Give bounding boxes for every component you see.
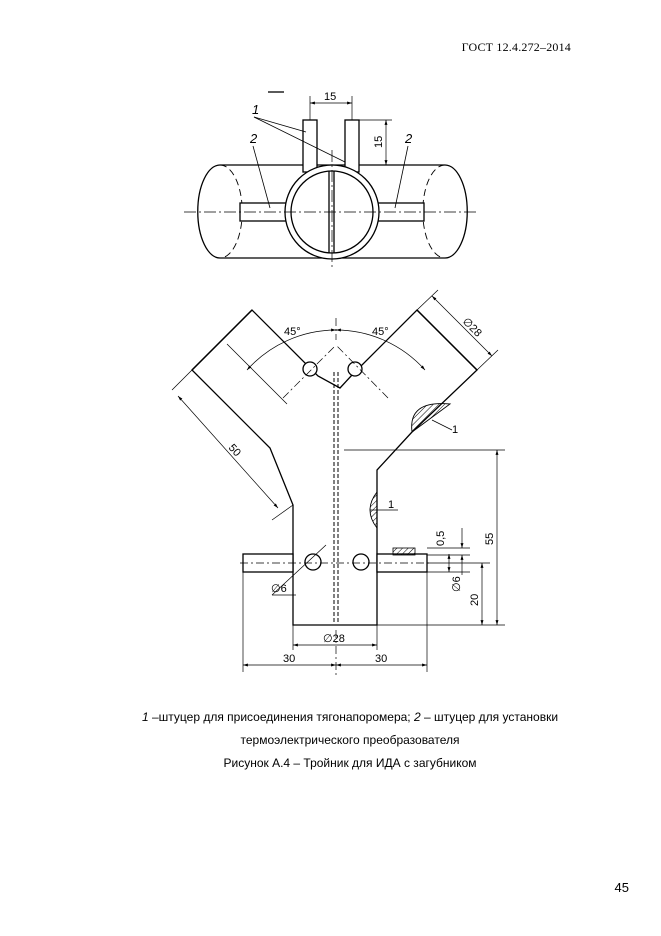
dim-top-15-v: 15: [373, 136, 385, 148]
technical-drawing: 15 15 1 2 2: [171, 91, 505, 675]
dim-top-15-h: 15: [324, 91, 336, 103]
standard-designation: ГОСТ 12.4.272–2014: [461, 40, 571, 54]
callout-1-top: 1: [252, 102, 259, 117]
dim-20: 20: [469, 594, 481, 606]
top-fitting-left: [302, 119, 318, 173]
dim-50: 50: [226, 442, 243, 459]
dim-30-right: 30: [375, 653, 387, 665]
caption-legend: 1 –штуцер для присоединения тягонапороме…: [60, 706, 640, 729]
legend-num-1: 1: [141, 710, 149, 724]
angle-45-left: 45°: [284, 326, 301, 338]
callout-1-arm: 1: [452, 424, 458, 436]
top-fitting-right: [344, 119, 360, 173]
page-number: 45: [614, 880, 629, 895]
dim-dia28-bottom: ∅28: [323, 633, 345, 645]
front-view: [171, 289, 505, 675]
legend-text-1: –штуцер для присоединения тягонапоромера…: [148, 710, 414, 724]
callout-2-left: 2: [249, 131, 258, 146]
legend-text-2: – штуцер для установки: [420, 710, 559, 724]
dim-55: 55: [484, 533, 496, 545]
dim-dia6-left: ∅6: [271, 583, 287, 595]
legend-num-2: 2: [413, 710, 421, 724]
top-view: [184, 91, 478, 270]
angle-45-right: 45°: [372, 326, 389, 338]
dim-30-left: 30: [283, 653, 295, 665]
dim-dia6-right: ∅6: [451, 576, 463, 592]
figure-title: Рисунок А.4 – Тройник для ИДА с загубник…: [223, 756, 477, 770]
caption-legend-cont: термоэлектрического преобразователя: [240, 733, 460, 747]
dim-dia28-arm: ∅28: [460, 316, 484, 340]
dim-0-5: 0,5: [435, 531, 447, 546]
callout-1-body: 1: [388, 499, 394, 511]
callout-2-right: 2: [404, 131, 413, 146]
